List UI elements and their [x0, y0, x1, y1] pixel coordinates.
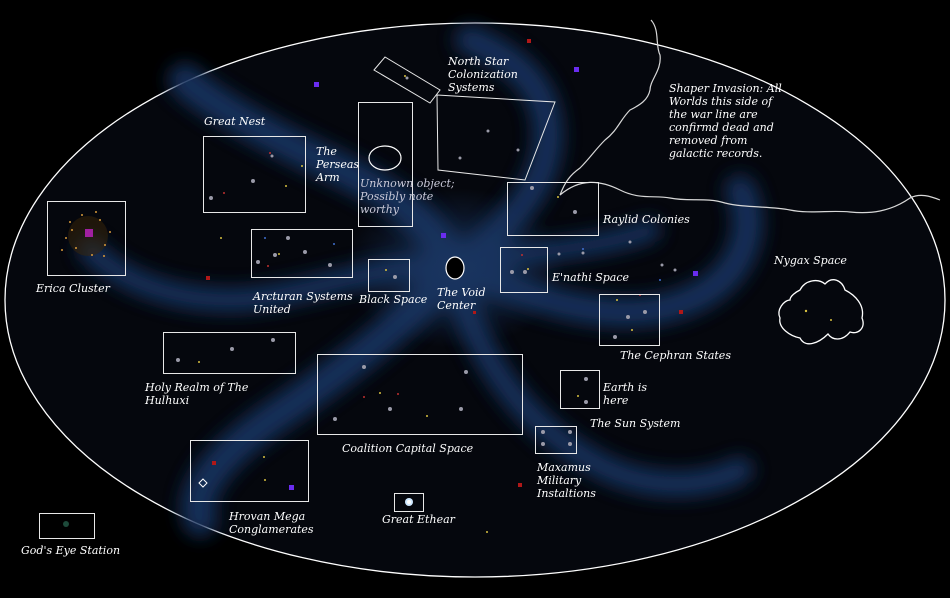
- coalition-box[interactable]: [317, 354, 523, 435]
- perseas-arm-label: The Perseas Arm: [316, 145, 360, 184]
- holy-realm-box[interactable]: [163, 332, 296, 374]
- gods-eye-box[interactable]: [39, 513, 95, 539]
- great-ethear-box[interactable]: [394, 493, 424, 512]
- north-star-box-b: [436, 94, 556, 181]
- great-nest-box[interactable]: [203, 136, 306, 213]
- cephran-box[interactable]: [599, 294, 660, 346]
- void-center-circle: [445, 256, 465, 280]
- holy-realm-label: Holy Realm of The Hulhuxi: [145, 381, 249, 407]
- hrovan-box[interactable]: [190, 440, 309, 502]
- nygax-outline: [778, 279, 864, 345]
- raylid-label: Raylid Colonies: [603, 213, 690, 226]
- field-stars: [63, 39, 832, 533]
- nygax-label: Nygax Space: [774, 254, 847, 267]
- void-center-label: The Void Center: [437, 286, 486, 312]
- sun-system-label: The Sun System: [590, 417, 681, 430]
- maxamus-box[interactable]: [535, 426, 577, 454]
- erica-cluster: [61, 211, 111, 257]
- shaper-invasion-label: Shaper Invasion: All Worlds this side of…: [669, 82, 782, 160]
- earth-box[interactable]: [560, 370, 600, 409]
- arcturan-box[interactable]: [251, 229, 353, 278]
- maxamus-label: Maxamus Military Instaltions: [537, 461, 596, 500]
- earth-label: Earth is here: [603, 381, 648, 407]
- enathi-label: E'nathi Space: [552, 271, 630, 284]
- black-space-label: Black Space: [359, 293, 428, 306]
- unknown-object-box[interactable]: [358, 102, 413, 227]
- great-nest-label: Great Nest: [204, 115, 266, 128]
- north-star-box-a: [373, 56, 441, 104]
- black-space-box[interactable]: [368, 259, 410, 292]
- erica-box[interactable]: [47, 201, 126, 276]
- gods-eye-label: God's Eye Station: [21, 544, 121, 557]
- enathi-box[interactable]: [500, 247, 548, 293]
- great-ethear-label: Great Ethear: [382, 513, 455, 526]
- cephran-label: The Cephran States: [620, 349, 731, 362]
- arcturan-label: Arcturan Systems United: [253, 290, 353, 316]
- north-star-label: North Star Colonization Systems: [448, 55, 518, 94]
- unknown-object-label: Unknown object; Possibly note worthy: [360, 177, 455, 216]
- erica-label: Erica Cluster: [36, 282, 110, 295]
- unknown-object-circle: [368, 145, 402, 171]
- coalition-label: Coalition Capital Space: [342, 442, 474, 455]
- hrovan-label: Hrovan Mega Conglamerates: [229, 510, 314, 536]
- raylid-box[interactable]: [507, 182, 599, 236]
